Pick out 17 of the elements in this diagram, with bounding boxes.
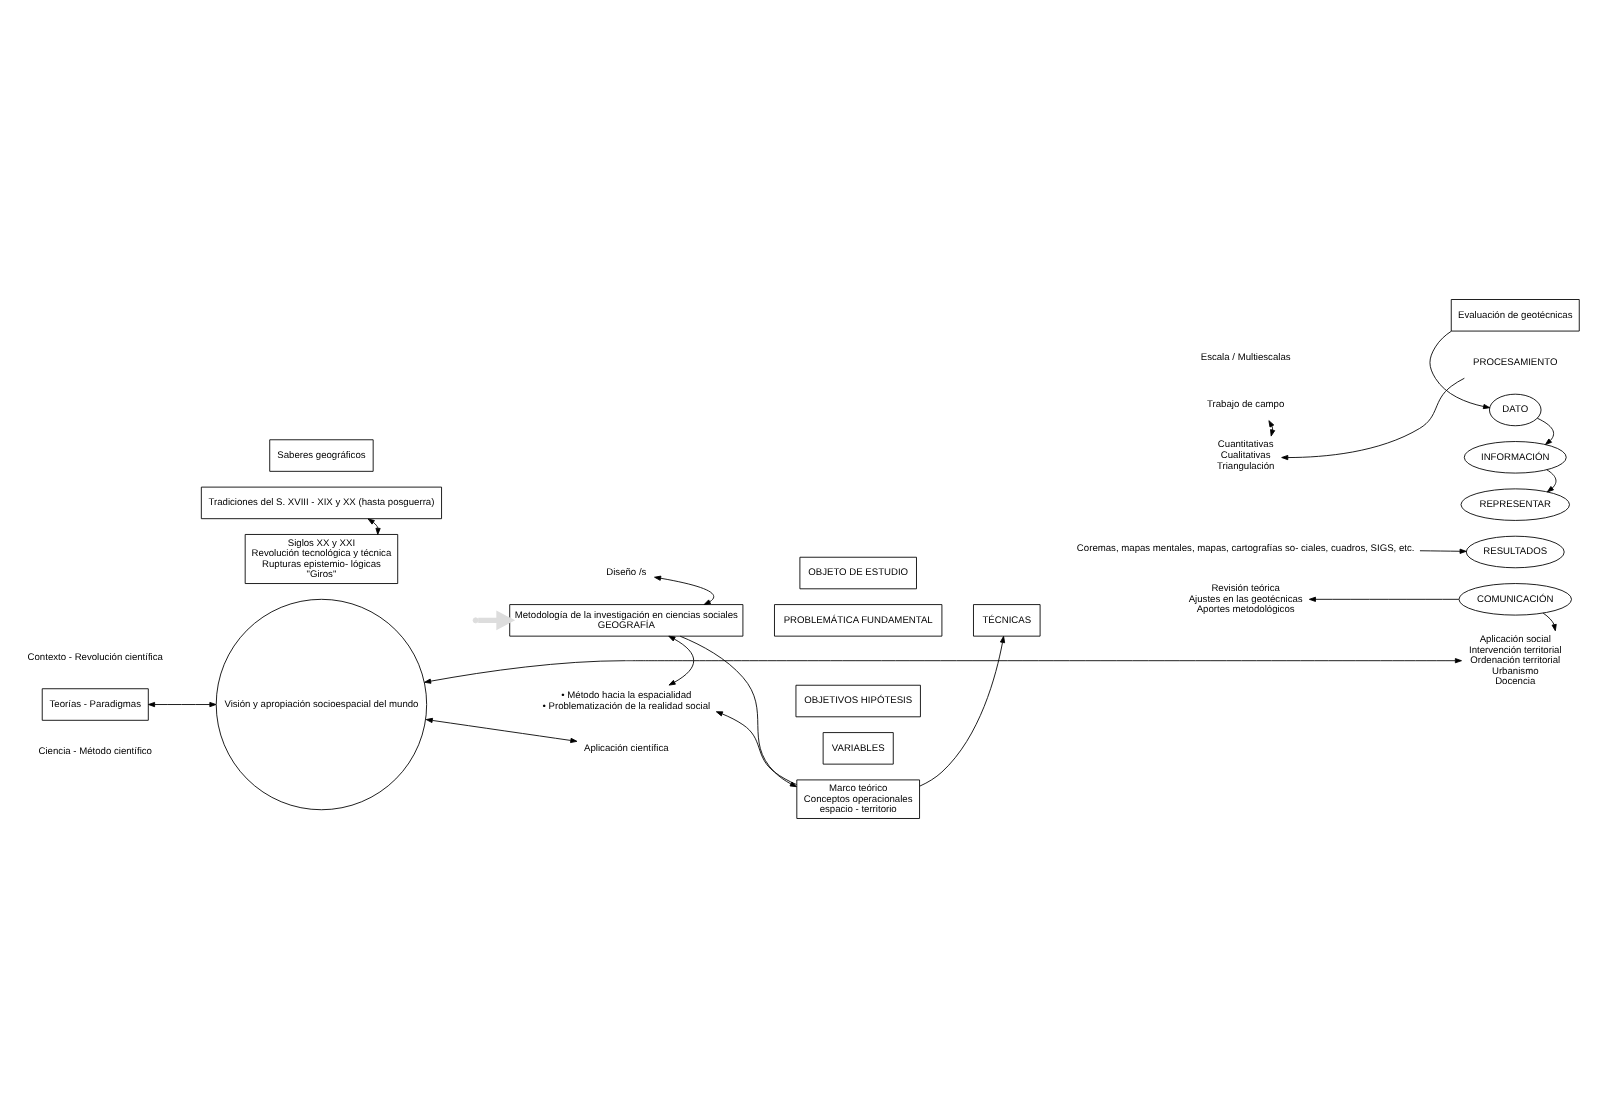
arrow	[425, 717, 578, 744]
arrow	[1268, 420, 1276, 437]
arrow	[478, 610, 516, 631]
arrow	[148, 701, 217, 708]
arrow	[654, 575, 715, 605]
arrow	[679, 635, 797, 788]
arrow	[919, 635, 1006, 787]
arrow	[1308, 596, 1460, 602]
arrow	[668, 635, 695, 686]
arrow	[1281, 377, 1465, 461]
arrow	[1536, 417, 1554, 445]
arrow	[1419, 548, 1467, 554]
arrow	[424, 658, 1462, 684]
arrow	[1429, 330, 1491, 410]
arrow	[1542, 612, 1557, 632]
arrow	[715, 711, 797, 786]
arrow	[1546, 469, 1557, 493]
